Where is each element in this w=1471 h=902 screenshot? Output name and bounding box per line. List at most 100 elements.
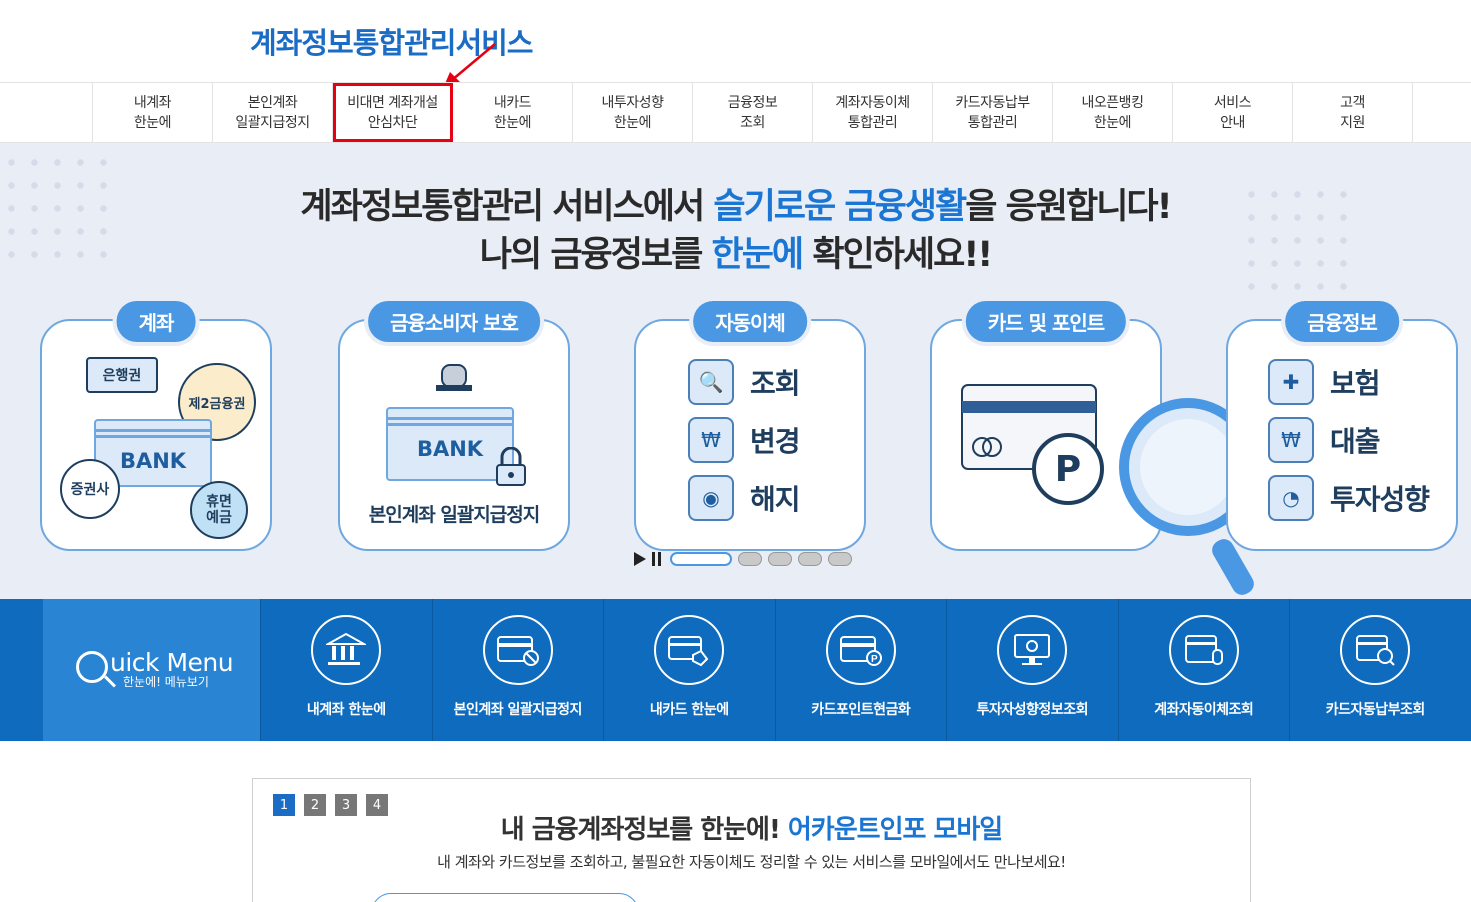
list-item: 🔍 조회 xyxy=(688,359,801,405)
nav-item-my-accounts[interactable]: 내계좌 한눈에 xyxy=(93,83,213,142)
slider-controls xyxy=(634,552,852,566)
card-point-icon: P xyxy=(825,615,896,685)
list-item: ₩ 변경 xyxy=(688,417,801,463)
list-item-label: 보험 xyxy=(1330,367,1381,400)
card-tag: 계좌 xyxy=(116,301,196,342)
nav-item-my-cards[interactable]: 내카드 한눈에 xyxy=(453,83,573,142)
quick-item-label: 본인계좌 일괄지급정지 xyxy=(453,702,583,718)
banner-page-button[interactable]: 2 xyxy=(304,794,326,816)
slider-page-1[interactable] xyxy=(670,552,732,566)
quick-item-my-cards[interactable]: 내카드 한눈에 xyxy=(603,599,775,741)
quick-item-card-auto-payment[interactable]: 카드자동납부조회 xyxy=(1289,599,1461,741)
hero-subtitle-text: 확인하세요!! xyxy=(802,235,993,275)
hero-card-financial-info[interactable]: 금융정보 ✚ 보험 ₩ 대출 ◔ 투자성향 xyxy=(1226,301,1458,551)
banner-title-text: 내 금융계좌정보를 한눈에! xyxy=(500,815,788,845)
card-tag: 금융정보 xyxy=(1285,301,1399,342)
hero-subtitle: 나의 금융정보를 한눈에 확인하세요!! xyxy=(0,231,1471,279)
quick-item-investment-profile[interactable]: 투자자성향정보조회 xyxy=(946,599,1118,741)
list-item-label: 해지 xyxy=(750,483,801,516)
document-search-icon: 🔍 xyxy=(688,359,734,405)
list-item: ₩ 대출 xyxy=(1268,417,1381,463)
nav-item-financial-info[interactable]: 금융정보 조회 xyxy=(693,83,813,142)
card-tag: 카드 및 포인트 xyxy=(965,301,1127,342)
banner-page-button[interactable]: 1 xyxy=(273,794,295,816)
bank-box: BANK xyxy=(94,419,212,487)
card-caption: 본인계좌 일괄지급정지 xyxy=(368,504,540,526)
hero-dot-pattern xyxy=(0,151,120,271)
quick-menu-title: uick Menu xyxy=(110,648,234,677)
hero-subtitle-highlight: 한눈에 xyxy=(711,235,805,275)
shield-icon: ✚ xyxy=(1268,359,1314,405)
monitor-icon xyxy=(997,615,1068,685)
slider-page-4[interactable] xyxy=(798,552,822,566)
play-button[interactable] xyxy=(634,552,646,566)
list-item-label: 투자성향 xyxy=(1330,483,1430,516)
banner-title: 내 금융계좌정보를 한눈에! 어카운트인포 모바일 xyxy=(253,809,1250,846)
banner-page-button[interactable]: 4 xyxy=(366,794,388,816)
slider-page-3[interactable] xyxy=(768,552,792,566)
nav-item-open-banking[interactable]: 내오픈뱅킹 한눈에 xyxy=(1053,83,1173,142)
card-tag: 금융소비자 보호 xyxy=(368,301,540,342)
hero-card-consumer-protection[interactable]: 금융소비자 보호 BANK 본인계좌 일괄지급정지 xyxy=(338,301,570,551)
hero-title-highlight: 슬기로운 금융생활 xyxy=(713,187,967,227)
list-item-label: 변경 xyxy=(750,425,801,458)
nav-item-customer-support[interactable]: 고객 지원 xyxy=(1293,83,1413,142)
svg-text:P: P xyxy=(871,654,878,665)
pie-chart-icon: ◔ xyxy=(1268,475,1314,521)
quick-menu: uick Menu 한눈에! 메뉴보기 내계좌 한눈에 본인계좌 일괄지급정지 … xyxy=(0,599,1471,741)
slider-page-5[interactable] xyxy=(828,552,852,566)
bank-box: BANK xyxy=(386,407,514,481)
siren-icon xyxy=(436,364,472,391)
slider-page-2[interactable] xyxy=(738,552,762,566)
nav-item-service-guide[interactable]: 서비스 안내 xyxy=(1173,83,1293,142)
list-item: ◉ 해지 xyxy=(688,475,801,521)
list-item-label: 조회 xyxy=(750,367,801,400)
quick-item-payment-stop[interactable]: 본인계좌 일괄지급정지 xyxy=(431,599,604,741)
card-hand-icon xyxy=(654,615,725,685)
lock-icon xyxy=(496,447,526,486)
card-block-icon xyxy=(482,615,553,685)
quick-menu-list: 내계좌 한눈에 본인계좌 일괄지급정지 내카드 한눈에 P 카드포인트현금화 투… xyxy=(260,599,1461,741)
piggy-bank-icon: ◉ xyxy=(688,475,734,521)
global-nav-list: 내계좌 한눈에 본인계좌 일괄지급정지 비대면 계좌개설 안심차단 내카드 한눈… xyxy=(92,83,1413,142)
quick-item-auto-transfer[interactable]: 계좌자동이체조회 xyxy=(1117,599,1290,741)
bank-icon xyxy=(311,615,382,685)
nav-item-nonface-account-block[interactable]: 비대면 계좌개설 안심차단 xyxy=(333,83,453,142)
site-logo[interactable]: 계좌정보통합관리서비스 xyxy=(250,26,533,60)
list-item: ✚ 보험 xyxy=(1268,359,1381,405)
global-nav: 내계좌 한눈에 본인계좌 일괄지급정지 비대면 계좌개설 안심차단 내카드 한눈… xyxy=(0,82,1471,143)
quick-item-my-accounts[interactable]: 내계좌 한눈에 xyxy=(260,599,432,741)
hero-card-card-and-points[interactable]: 카드 및 포인트 P xyxy=(930,301,1162,551)
hero-card-account[interactable]: 계좌 은행권 제2금융권 BANK 증권사 휴면 예금 xyxy=(40,301,272,551)
nav-item-account-payment-stop[interactable]: 본인계좌 일괄지급정지 xyxy=(213,83,333,142)
nav-item-card-auto-payment[interactable]: 카드자동납부 통합관리 xyxy=(933,83,1053,142)
hero-card-auto-transfer[interactable]: 자동이체 🔍 조회 ₩ 변경 ◉ 해지 xyxy=(634,301,866,551)
pause-button[interactable] xyxy=(652,552,664,566)
list-item: ◔ 투자성향 xyxy=(1268,475,1430,521)
quick-item-label: 카드포인트현금화 xyxy=(811,702,911,718)
mobile-banner: 1 2 3 4 내 금융계좌정보를 한눈에! 어카운트인포 모바일 내 계좌와 … xyxy=(252,778,1251,902)
nav-item-auto-transfer[interactable]: 계좌자동이체 통합관리 xyxy=(813,83,933,142)
autotransfer-icon xyxy=(1168,615,1239,685)
currency-exchange-icon: ₩ xyxy=(688,417,734,463)
magnifier-icon xyxy=(1119,398,1257,595)
bank-sector-bubble: 은행권 xyxy=(86,357,158,393)
point-coin: P xyxy=(1032,433,1104,505)
card-search-icon xyxy=(1340,615,1411,685)
quick-menu-subtitle: 한눈에! 메뉴보기 xyxy=(123,675,209,689)
hero-dot-pattern xyxy=(1240,183,1360,303)
banner-action-button[interactable] xyxy=(371,893,639,902)
quick-menu-header: uick Menu 한눈에! 메뉴보기 xyxy=(43,599,260,741)
loan-hand-icon: ₩ xyxy=(1268,417,1314,463)
hero-subtitle-text: 나의 금융정보를 xyxy=(479,235,712,275)
dormant-deposit-bubble: 휴면 예금 xyxy=(190,481,248,539)
hero-title: 계좌정보통합관리 서비스에서 슬기로운 금융생활을 응원합니다! 나의 금융정보… xyxy=(0,183,1471,279)
quick-item-label: 내계좌 한눈에 xyxy=(306,702,386,718)
quick-item-card-point-cash[interactable]: P 카드포인트현금화 xyxy=(774,599,947,741)
nav-item-investment-profile[interactable]: 내투자성향 한눈에 xyxy=(573,83,693,142)
banner-page-button[interactable]: 3 xyxy=(335,794,357,816)
list-item-label: 대출 xyxy=(1330,425,1381,458)
quick-item-label: 카드자동납부조회 xyxy=(1325,702,1426,718)
banner-description: 내 계좌와 카드정보를 조회하고, 불필요한 자동이체도 정리할 수 있는 서비… xyxy=(437,853,1066,871)
card-tag: 자동이체 xyxy=(693,301,807,342)
